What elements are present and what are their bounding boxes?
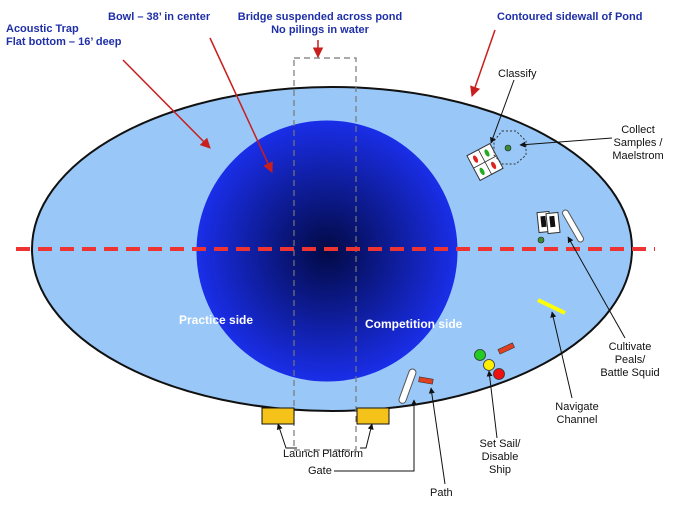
cultivate-panels-icon — [536, 209, 584, 244]
acoustic-trap-label: Acoustic Trap Flat bottom – 16’ deep — [6, 23, 122, 49]
set-sail-line-1: Set Sail/ — [479, 438, 521, 450]
navigate-line-1: Navigate — [555, 401, 599, 413]
cultivate-callout — [567, 236, 626, 339]
launch-platform-label: Launch Platform — [283, 448, 364, 460]
navigate-callout — [550, 311, 573, 399]
launch-callout-right — [360, 423, 374, 449]
set-sail-line-2: Disable — [481, 451, 519, 463]
set-sail-label: Set Sail/ Disable Ship — [470, 438, 530, 477]
collect-line-2: Samples / — [613, 137, 663, 149]
navigate-channel-bar — [537, 298, 566, 315]
set-sail-callout — [486, 370, 498, 439]
path-markers-icon — [398, 368, 434, 404]
cultivate-line-1: Cultivate — [608, 341, 652, 353]
classify-label: Classify — [498, 68, 537, 80]
bridge-line-1: Bridge suspended across pond — [237, 11, 403, 23]
practice-side-label: Practice side — [179, 313, 254, 327]
set-sail-line-3: Ship — [488, 464, 512, 476]
launch-callout-left — [276, 423, 297, 449]
launch-platform-right — [356, 407, 390, 425]
collect-label: Collect Samples / Maelstrom — [608, 124, 668, 163]
gate-label: Gate — [308, 465, 332, 477]
bridge-label: Bridge suspended across pond No pilings … — [230, 11, 410, 37]
gate-callout — [334, 399, 417, 472]
collect-line-3: Maelstrom — [612, 150, 664, 162]
bridge-line-2: No pilings in water — [271, 24, 369, 36]
bowl-arrow — [209, 37, 273, 173]
cultivate-line-2: Peals/ — [614, 354, 646, 366]
acoustic-trap-line-1: Acoustic Trap — [6, 23, 79, 35]
acoustic-trap-arrow — [122, 59, 211, 149]
acoustic-trap-line-2: Flat bottom – 16’ deep — [6, 36, 122, 48]
navigate-line-2: Channel — [556, 414, 598, 426]
sidewall-arrow — [470, 29, 496, 97]
cultivate-line-3: Battle Squid — [600, 367, 660, 379]
bridge-outline — [293, 57, 357, 451]
launch-platform-left — [261, 407, 295, 425]
sidewall-label: Contoured sidewall of Pond — [497, 11, 643, 23]
navigate-label: Navigate Channel — [546, 401, 608, 427]
collect-line-1: Collect — [621, 124, 655, 136]
bowl-label: Bowl – 38’ in center — [108, 11, 211, 23]
cultivate-label: Cultivate Peals/ Battle Squid — [592, 341, 668, 380]
collect-callout — [519, 137, 613, 148]
collect-sample-icon — [504, 144, 512, 152]
competition-side-label: Competition side — [365, 317, 463, 331]
set-sail-buoys-icon — [474, 342, 515, 380]
path-callout — [428, 387, 446, 485]
classify-panel-icon — [466, 142, 504, 182]
path-label: Path — [430, 487, 453, 499]
classify-callout — [490, 79, 515, 144]
